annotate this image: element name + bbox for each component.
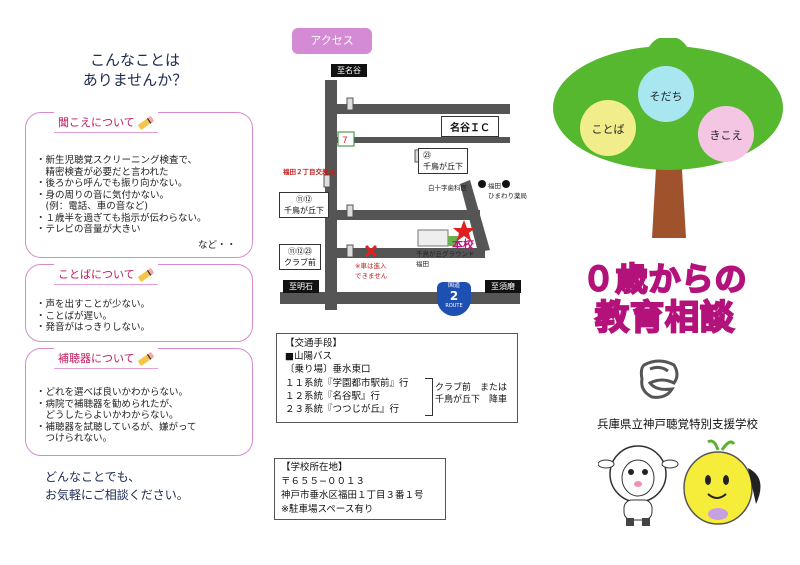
- school-label: 本校: [452, 238, 474, 251]
- nadani-ic-label: 名谷ＩＣ: [441, 116, 499, 137]
- school-emblem: [639, 359, 679, 399]
- shop-dot-icon: [478, 180, 486, 188]
- fukuda-sign: 福田２丁目交差点: [283, 168, 335, 176]
- list-item: (例：電話、車の音など): [36, 201, 148, 212]
- road-top: [325, 104, 510, 114]
- bracket: [425, 378, 433, 416]
- list-item: ・ことばが遅い。: [36, 310, 113, 322]
- leaf-circle-top: [638, 66, 694, 122]
- leaf-circle-left: [580, 100, 636, 156]
- speech-card-title: ことばについて: [54, 264, 158, 285]
- shop-label-1: 白十字歯科医: [428, 184, 467, 192]
- road-lower: [325, 248, 485, 258]
- route2-shield-icon: 国道 2 ROUTE: [437, 282, 471, 316]
- pencil-icon: [137, 115, 154, 131]
- pencil-icon: [137, 351, 154, 367]
- tree-label-top: そだち: [649, 90, 683, 103]
- list-item: ・身の周りの音に気付かない。: [36, 189, 170, 201]
- leaf-circle-right: [698, 106, 754, 162]
- shop-dot-icon: [502, 180, 510, 188]
- mascot-illustration: [598, 439, 761, 526]
- school-address: 【学校所在地】 〒６５５−００１３ 神戸市垂水区福田１丁目３番１号 ※駐車場スペ…: [274, 458, 446, 520]
- aid-list: ・どれを選べば良いかわからない。 ・病院で補聴器を勧められたが、 どうしたらよい…: [36, 387, 244, 445]
- list-item: ・後ろから呼んでも振り向かない。: [36, 178, 188, 189]
- bus-stop-icon: [323, 174, 331, 188]
- school-star-icon: [453, 220, 475, 241]
- list-item: つけられない。: [36, 433, 113, 444]
- school-building-icon: [417, 229, 449, 247]
- list-item: ・１歳半を過ぎても指示が伝わらない。: [36, 212, 207, 224]
- sheep-mascot: [598, 445, 679, 526]
- hearing-etc: など・・: [197, 240, 236, 251]
- access-map: 7: [280, 80, 520, 310]
- road-middle: [325, 210, 480, 220]
- speech-card: ことばについて ・声を出すことが少ない。 ・ことばが遅い。 ・発音がはっきりしな…: [25, 264, 253, 342]
- speech-list: ・声を出すことが少ない。 ・ことばが遅い。 ・発音がはっきりしない。: [36, 299, 244, 334]
- traffic-info: 【交通手段】 ■山陽バス 〔乗り場〕垂水東口 １１系統『学園都市駅前』行 １２系…: [276, 333, 518, 423]
- aid-card: 補聴器について ・どれを選べば良いかわからない。 ・病院で補聴器を勧められたが、…: [25, 348, 253, 456]
- list-item: 精密検査が必要だと言われた: [36, 166, 169, 178]
- list-item: ・補聴器を試聴しているが、嫌がって: [36, 421, 197, 433]
- pencil-icon: [137, 267, 154, 283]
- to-suma-label: 至須磨: [485, 280, 521, 293]
- tree-label-left: ことば: [591, 123, 625, 136]
- to-akashi-label: 至明石: [283, 280, 319, 293]
- bird-mascot: [683, 439, 761, 525]
- list-item: ・新生児聴覚スクリーニング検査で、: [36, 155, 198, 166]
- school-name: 兵庫県立神戸聴覚特別支援学校: [597, 417, 758, 431]
- aid-card-title: 補聴器について: [54, 348, 158, 369]
- list-item: ・病院で補聴器を勧められたが、: [36, 398, 179, 410]
- park-label: 千鳥が丘グラウンド福田: [416, 250, 475, 268]
- main-title-line1: ０歳からの: [581, 259, 748, 299]
- main-title-line2: 教育相談: [594, 297, 735, 339]
- bus-stop-icon: [346, 204, 354, 218]
- no-entry-note: ※車は進入できません: [355, 262, 388, 280]
- hearing-list: ・新生児聴覚スクリーニング検査で、 精密検査が必要だと言われた ・後ろから呼んで…: [36, 155, 244, 236]
- list-item: ・声を出すことが少ない。: [36, 299, 151, 310]
- access-tab[interactable]: アクセス: [292, 28, 372, 54]
- to-nadani-label: 至名谷: [331, 64, 367, 77]
- road-diagonal: [460, 180, 490, 252]
- shop-label-2: 福田ひまわり薬局: [488, 182, 527, 200]
- tree-illustration: [553, 38, 783, 238]
- list-item: ・発音がはっきりしない。: [36, 322, 151, 333]
- bus-stop-icon: [346, 97, 354, 111]
- footer-message: どんなことでも、 お気軽にご相談ください。: [45, 470, 189, 502]
- tree-label-right: きこえ: [709, 129, 743, 142]
- bus-stop-icon: [346, 244, 354, 258]
- tree-trunk: [618, 118, 718, 238]
- hearing-card-title: 聞こえについて: [54, 112, 158, 133]
- convenience-store-icon: [337, 131, 355, 147]
- list-item: ・どれを選べば良いかわからない。: [36, 387, 189, 398]
- list-item: ・テレビの音量が大きい: [36, 224, 141, 235]
- svg-text:7: 7: [342, 136, 348, 146]
- intro-heading: こんなことは ありませんか？: [82, 51, 188, 89]
- tree-icon: [448, 236, 458, 246]
- hearing-card: 聞こえについて ・新生児聴覚スクリーニング検査で、 精密検査が必要だと言われた …: [25, 112, 253, 258]
- road-route2: [280, 292, 520, 304]
- list-item: どうしたらよいかわからない。: [36, 410, 179, 421]
